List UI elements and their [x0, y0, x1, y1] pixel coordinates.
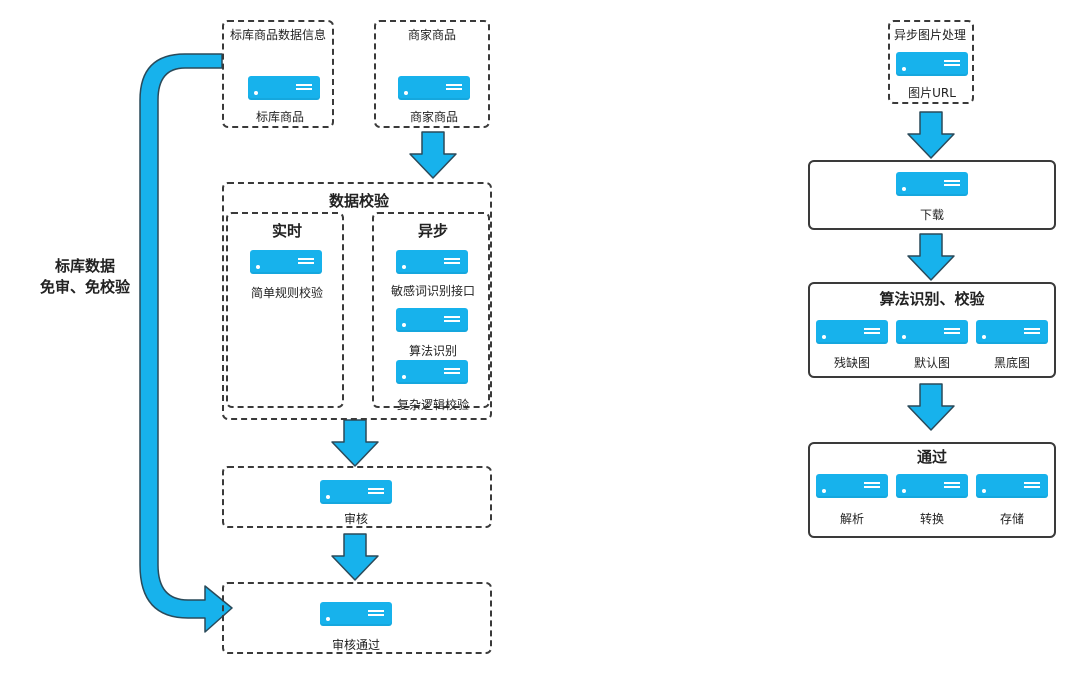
bypass-label-line1: 标库数据	[54, 257, 115, 275]
algo-item: 默认图	[913, 356, 951, 370]
download-box: 下载	[808, 160, 1056, 230]
merchant-title: 商家商品	[408, 28, 457, 42]
server-icon	[816, 474, 888, 498]
async-image-box: 异步图片处理 图片URL	[888, 20, 974, 104]
bypass-label-line2: 免审、免校验	[40, 278, 131, 296]
review-label: 审核	[343, 512, 369, 526]
std-info-label: 标库商品	[255, 110, 305, 124]
server-icon	[396, 308, 468, 332]
server-icon	[250, 250, 322, 274]
server-icon	[396, 250, 468, 274]
arrow-image-to-download	[907, 111, 955, 159]
pass-item: 存储	[999, 512, 1025, 526]
std-info-title: 标库商品数据信息	[230, 28, 327, 42]
algo-item: 黑底图	[993, 356, 1031, 370]
async-image-label: 图片URL	[908, 86, 956, 100]
server-icon	[320, 480, 392, 504]
server-icon	[320, 602, 392, 626]
server-icon	[896, 52, 968, 76]
server-icon	[248, 76, 320, 100]
arrow-download-to-algo	[907, 233, 955, 281]
pass-item: 转换	[919, 512, 945, 526]
review-box: 审核	[222, 466, 492, 528]
server-icon	[976, 320, 1048, 344]
realtime-box: 实时 简单规则校验	[226, 212, 344, 408]
arrow-validation-to-review	[331, 419, 379, 467]
server-icon	[816, 320, 888, 344]
async-item: 复杂逻辑校验	[396, 398, 470, 412]
async-box: 异步 敏感词识别接口 算法识别 复杂逻辑校验	[372, 212, 490, 412]
bypass-arrow	[139, 53, 233, 633]
server-icon	[398, 76, 470, 100]
server-icon	[896, 172, 968, 196]
algo-item: 残缺图	[833, 356, 871, 370]
arrow-algo-to-pass	[907, 383, 955, 431]
validation-box: 数据校验	[222, 182, 492, 420]
realtime-title: 实时	[271, 222, 303, 240]
pass-item: 解析	[839, 512, 865, 526]
async-item: 算法识别	[408, 344, 458, 358]
async-title: 异步	[417, 222, 449, 240]
pass-box: 通过 解析 转换 存储	[808, 442, 1056, 538]
pass-title: 通过	[916, 448, 948, 466]
async-image-title: 异步图片处理	[894, 28, 967, 42]
download-label: 下载	[919, 208, 945, 222]
std-info-box: 标库商品数据信息 标库商品	[222, 20, 334, 128]
approved-box: 审核通过	[222, 582, 492, 654]
bypass-label: 标库数据 免审、免校验	[40, 256, 130, 298]
validation-title: 数据校验	[328, 192, 390, 210]
arrow-review-to-approved	[331, 533, 379, 581]
arrow-merchant-to-validation	[409, 131, 457, 179]
server-icon	[976, 474, 1048, 498]
async-item: 敏感词识别接口	[390, 284, 476, 298]
algo-box: 算法识别、校验 残缺图 默认图 黑底图	[808, 282, 1056, 378]
server-icon	[396, 360, 468, 384]
server-icon	[896, 320, 968, 344]
merchant-label: 商家商品	[409, 110, 459, 124]
realtime-label: 简单规则校验	[250, 286, 324, 300]
server-icon	[896, 474, 968, 498]
merchant-box: 商家商品 商家商品	[374, 20, 490, 128]
algo-title: 算法识别、校验	[879, 290, 985, 308]
approved-label: 审核通过	[331, 638, 381, 652]
